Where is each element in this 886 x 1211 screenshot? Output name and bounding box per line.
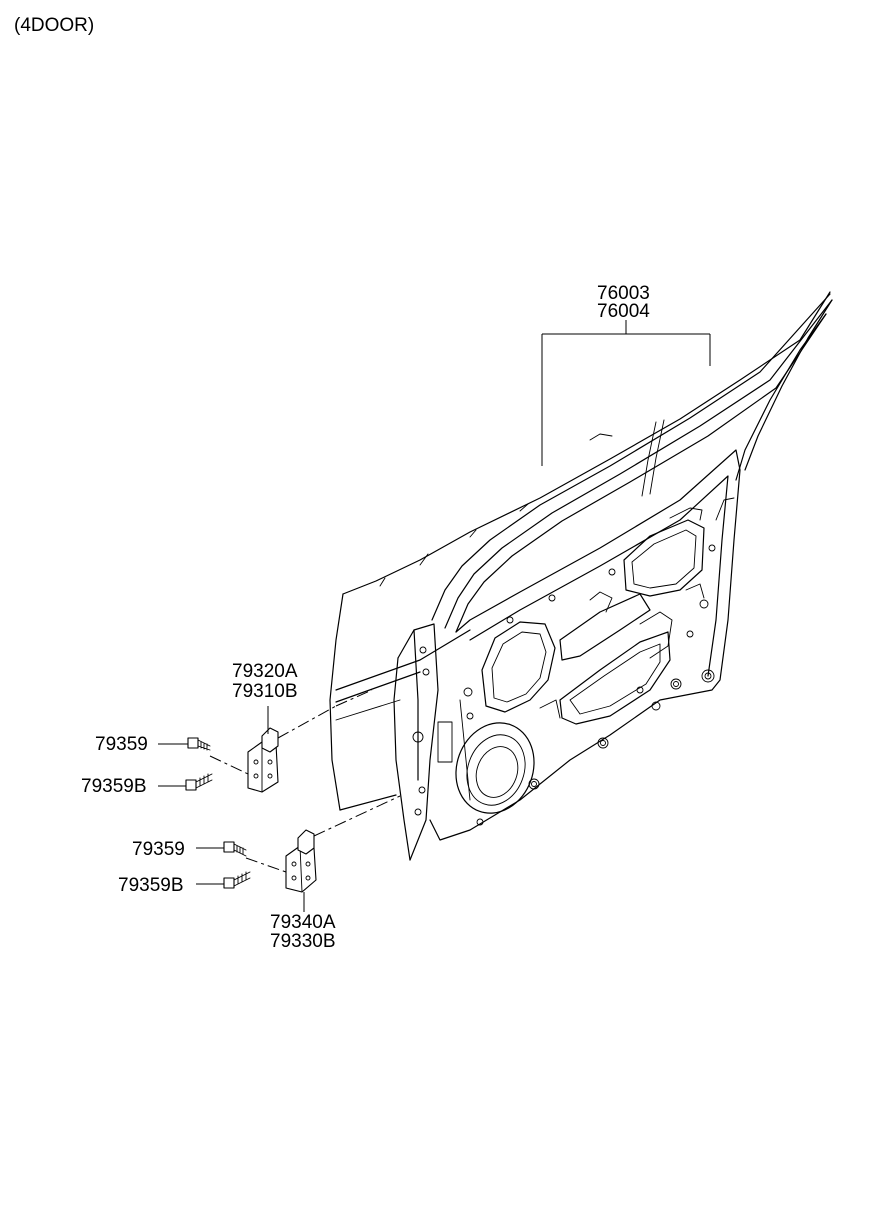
callout-79359b-lower: 79359B — [118, 875, 184, 896]
panel-holes — [463, 544, 716, 826]
callout-79310b: 79310B — [232, 681, 298, 702]
panel-leader — [541, 320, 711, 466]
callout-79359b-upper: 79359B — [81, 776, 147, 797]
callout-79359-lower: 79359 — [132, 839, 185, 860]
callout-76004: 76004 — [597, 301, 650, 322]
lower-hinge-drawing — [245, 795, 401, 912]
callout-79320a: 79320A — [232, 661, 298, 682]
variant-label: (4DOOR) — [14, 15, 95, 36]
lower-bolt-drawing — [196, 841, 247, 857]
upper-bolt-drawing — [158, 737, 211, 751]
upper-hinge-drawing — [209, 705, 337, 793]
callout-79359-upper: 79359 — [95, 734, 148, 755]
lower-bolt-b-drawing — [196, 871, 251, 889]
callout-79330b: 79330B — [270, 931, 336, 952]
callout-79340a: 79340A — [270, 912, 336, 933]
upper-bolt-b-drawing — [158, 773, 213, 791]
callout-76003: 76003 — [597, 283, 650, 304]
door-panel-drawing — [329, 291, 833, 861]
